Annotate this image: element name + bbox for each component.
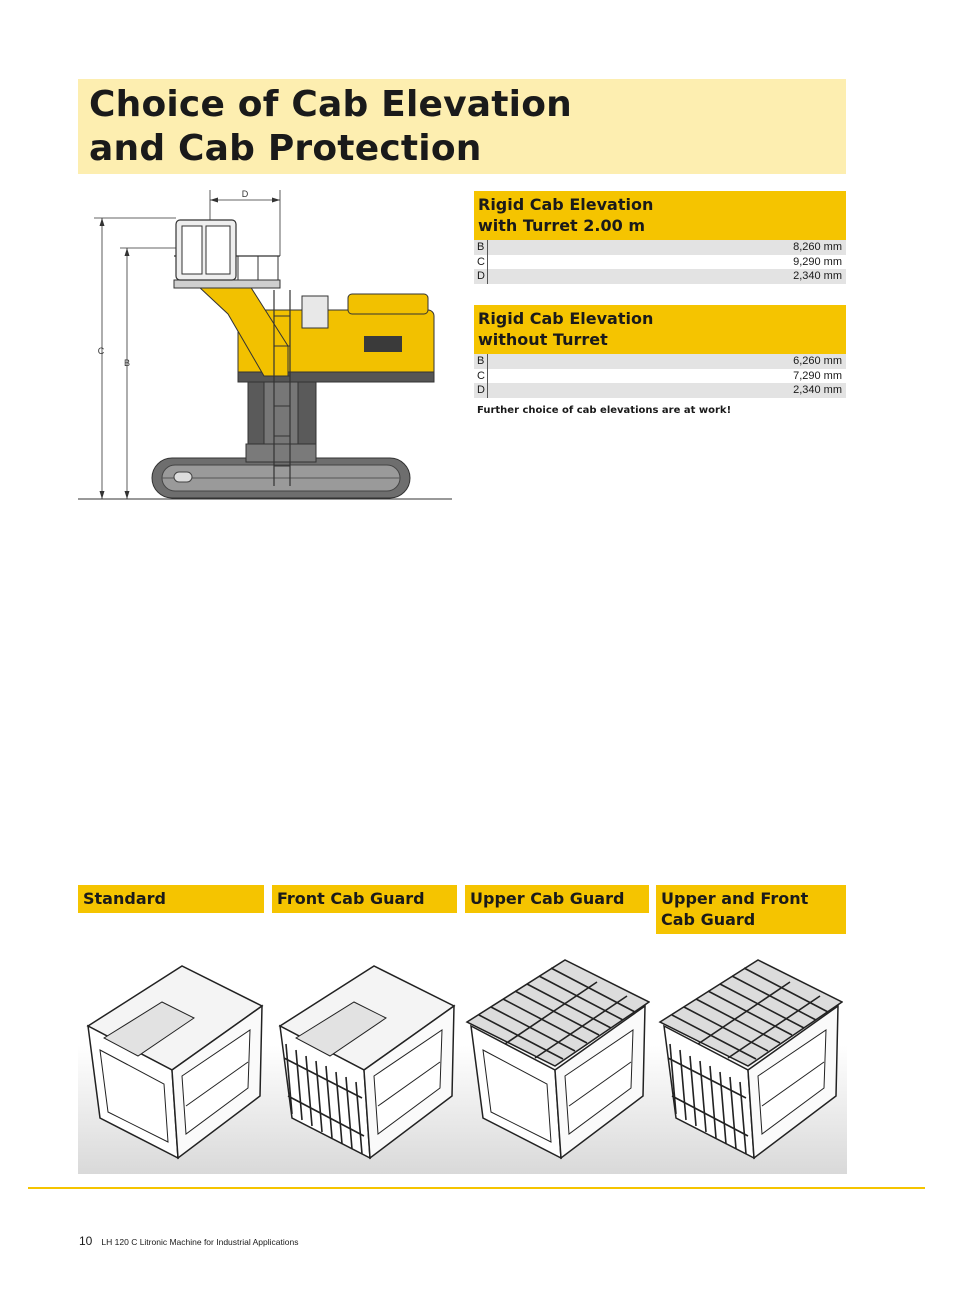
spec-heading-line-1: Rigid Cab Elevation [478, 195, 654, 214]
page-footer: 10 LH 120 C Litronic Machine for Industr… [79, 1234, 298, 1248]
machine-elevation-drawing: D C B [78, 189, 452, 500]
spec-row: D 2,340 mm [474, 269, 846, 284]
dimension-c-label: C [98, 346, 105, 356]
cab-guard-illustrations [78, 940, 847, 1174]
spec-row-key: C [477, 368, 488, 383]
guard-heading-front: Front Cab Guard [272, 885, 457, 913]
footer-rule [28, 1187, 925, 1189]
guard-heading-upper-and-front: Upper and Front Cab Guard [656, 885, 846, 934]
cab-upper-front-guard-illustration [658, 959, 843, 1160]
spec-row-value: 9,290 mm [793, 255, 842, 268]
spec-row-value: 2,340 mm [793, 270, 842, 282]
title-banner: Choice of Cab Elevation and Cab Protecti… [78, 79, 846, 174]
spec-row-key: B [477, 240, 488, 255]
spec-row-value: 2,340 mm [793, 384, 842, 396]
page-title-line-2: and Cab Protection [89, 128, 482, 169]
spec-row-key: C [477, 254, 488, 269]
page-number: 10 [79, 1234, 93, 1248]
guard-heading-label: Upper Cab Guard [470, 889, 625, 908]
guard-heading-upper: Upper Cab Guard [465, 885, 649, 913]
spec-row-value: 7,290 mm [793, 369, 842, 382]
spec-heading-line-2: without Turret [478, 330, 608, 349]
guard-heading-label: Standard [83, 889, 166, 908]
spec-row-value: 8,260 mm [793, 241, 842, 253]
spec-row: B 6,260 mm [474, 354, 846, 369]
guard-heading-standard: Standard [78, 885, 264, 913]
spec-heading-line-1: Rigid Cab Elevation [478, 309, 654, 328]
dimension-d-label: D [242, 189, 249, 199]
cab-standard-illustration [86, 965, 264, 1160]
page-title-line-1: Choice of Cab Elevation [89, 84, 572, 125]
spec-table-without-turret: Rigid Cab Elevation without Turret B 6,2… [474, 305, 846, 398]
footer-text: LH 120 C Litronic Machine for Industrial… [101, 1237, 299, 1247]
spec-heading-line-2: with Turret 2.00 m [478, 216, 645, 235]
cab-front-guard-illustration [278, 965, 456, 1160]
spec-row-key: D [477, 383, 488, 398]
spec-row-key: D [477, 269, 488, 284]
cab-elevation-note: Further choice of cab elevations are at … [477, 405, 732, 416]
spec-table-with-turret: Rigid Cab Elevation with Turret 2.00 m B… [474, 191, 846, 284]
cab-upper-guard-illustration [465, 959, 650, 1160]
spec-row: C 7,290 mm [474, 368, 846, 383]
spec-table-heading: Rigid Cab Elevation with Turret 2.00 m [474, 191, 846, 240]
dimension-b-label: B [124, 358, 130, 368]
spec-row-key: B [477, 354, 488, 369]
guard-heading-label: Front Cab Guard [277, 889, 425, 908]
spec-row: B 8,260 mm [474, 240, 846, 255]
guard-heading-label-line-2: Cab Guard [661, 910, 756, 929]
spec-table-heading: Rigid Cab Elevation without Turret [474, 305, 846, 354]
spec-row-value: 6,260 mm [793, 355, 842, 367]
guard-heading-label: Upper and Front [661, 889, 809, 908]
spec-row: D 2,340 mm [474, 383, 846, 398]
spec-row: C 9,290 mm [474, 254, 846, 269]
